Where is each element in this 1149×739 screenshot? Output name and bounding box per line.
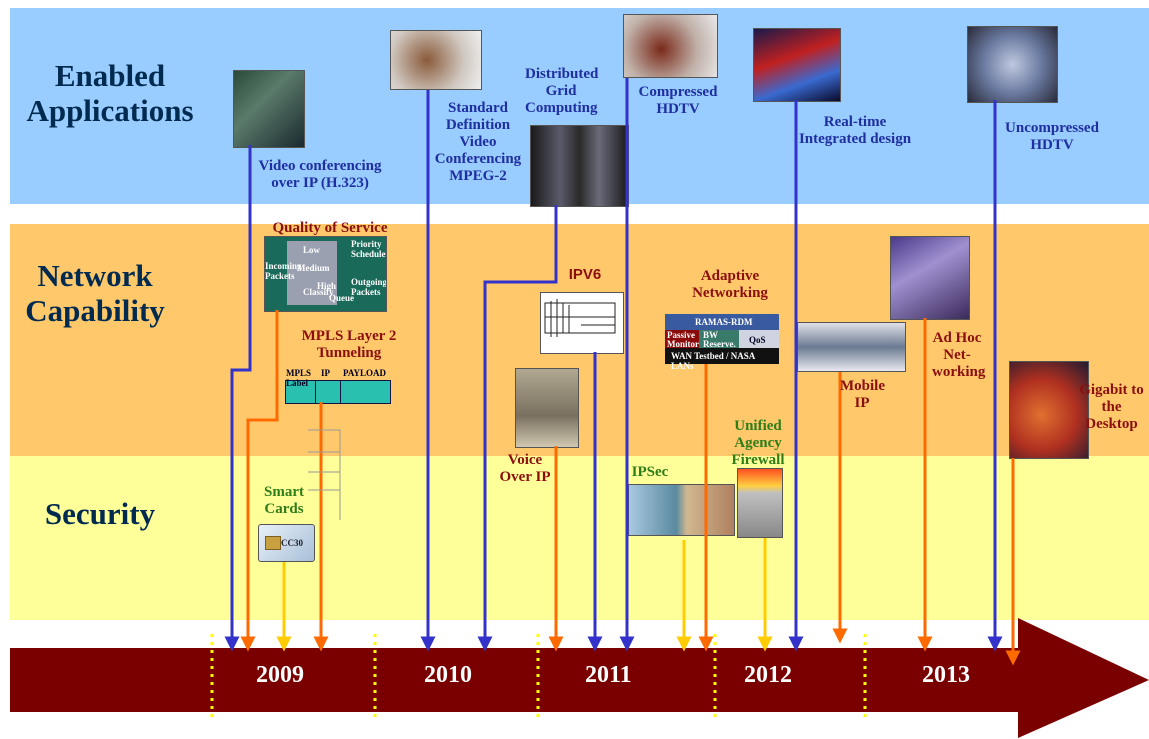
mpls-diagram: [285, 380, 391, 404]
std-def-video-image: [390, 30, 482, 90]
label-adaptive-networking: Adaptive Networking: [692, 268, 768, 301]
grid-computing-image: [530, 125, 629, 207]
qos-low-label: Low: [303, 245, 321, 255]
security-band: [10, 456, 1149, 620]
ramas-passive: Passive Monitor: [667, 330, 699, 349]
year-2009: 2009: [256, 662, 304, 688]
smartcard-chip-text: CC30: [281, 538, 303, 548]
label-gigabit: Gigabit to the Desktop: [1079, 382, 1144, 432]
year-2010: 2010: [424, 662, 472, 688]
gigabit-image: [1009, 361, 1089, 459]
label-realtime-design: Real-time Integrated design: [798, 114, 912, 147]
qos-queue-label: Queue: [329, 293, 355, 303]
mobile-ip-image: [797, 322, 906, 372]
firewall-image: [737, 468, 783, 538]
qos-medium-label: Medium: [297, 263, 330, 273]
row-title-security: Security: [44, 496, 156, 531]
year-2011: 2011: [585, 662, 632, 688]
year-2012: 2012: [744, 662, 792, 688]
qos-priority-label: Priority Scheduler: [351, 239, 387, 259]
ramas-title-bar: [665, 314, 779, 330]
mpls-payload-text: PAYLOAD: [343, 368, 387, 378]
label-adhoc: Ad Hoc Net-working: [932, 330, 986, 380]
label-mpls: MPLS Layer 2 Tunneling: [301, 328, 397, 361]
smartcard-chip: [265, 536, 281, 550]
label-mobile-ip: Mobile IP: [840, 378, 885, 411]
uncompressed-hdtv-image: [967, 26, 1058, 103]
ramas-wan-box: [665, 348, 779, 364]
smartcard-image: CC30: [258, 524, 315, 562]
label-distributed-grid: Distributed Grid Computing: [525, 66, 599, 116]
video-conference-image: [233, 70, 305, 148]
year-2013: 2013: [922, 662, 970, 688]
ramas-title: RAMAS-RDM: [695, 317, 753, 327]
ramas-qos: QoS: [749, 335, 766, 345]
compressed-hdtv-image: [623, 14, 718, 78]
realtime-design-image: [753, 28, 841, 102]
label-compressed-hdtv: Compressed HDTV: [638, 84, 718, 117]
qos-classify-label: Classify: [303, 287, 334, 297]
voip-image: [515, 368, 579, 448]
timeline-bar: [10, 648, 1018, 712]
row-title-network: Network Capability: [25, 258, 165, 328]
label-uncompressed-hdtv: Uncompressed HDTV: [1005, 120, 1099, 153]
row-title-applications: Enabled Applications: [26, 58, 194, 128]
label-voip: Voice Over IP: [499, 452, 551, 485]
label-standard-definition: Standard Definition Video Conferencing M…: [434, 100, 522, 184]
ramas-wan: WAN Testbed / NASA LANs: [671, 351, 755, 371]
mpls-ip-cell: [315, 380, 341, 404]
label-firewall: Unified Agency Firewall: [731, 418, 785, 468]
qos-diagram: Low Medium High Priority Scheduler Incom…: [264, 236, 387, 312]
ramas-bw-box: [699, 330, 739, 348]
label-video-conferencing: Video conferencing over IP (H.323): [258, 158, 382, 191]
label-ipsec: IPSec: [631, 464, 669, 480]
ramas-diagram: RAMAS-RDM Passive Monitor BW Reserve. Qo…: [665, 314, 779, 371]
mpls-ip-text: IP: [321, 368, 330, 378]
timeline-arrowhead: [1018, 618, 1149, 738]
label-ipv6: IPV6: [568, 266, 602, 283]
qos-incoming-label: Incoming Packets: [265, 261, 302, 281]
adhoc-image: [890, 236, 970, 320]
ramas-passive-box: [665, 330, 699, 348]
ramas-bw: BW Reserve.: [703, 330, 736, 349]
ipv6-diagram: [540, 292, 624, 354]
qos-outgoing-label: Outgoing Packets: [351, 277, 387, 297]
qos-router-box: [287, 241, 337, 305]
label-smart-cards: Smart Cards: [264, 484, 304, 517]
label-quality-of-service: Quality of Service: [272, 220, 388, 236]
mpls-label-text: MPLS Label: [286, 368, 312, 388]
qos-high-label: High: [317, 281, 337, 291]
ramas-qos-box: [739, 330, 779, 348]
